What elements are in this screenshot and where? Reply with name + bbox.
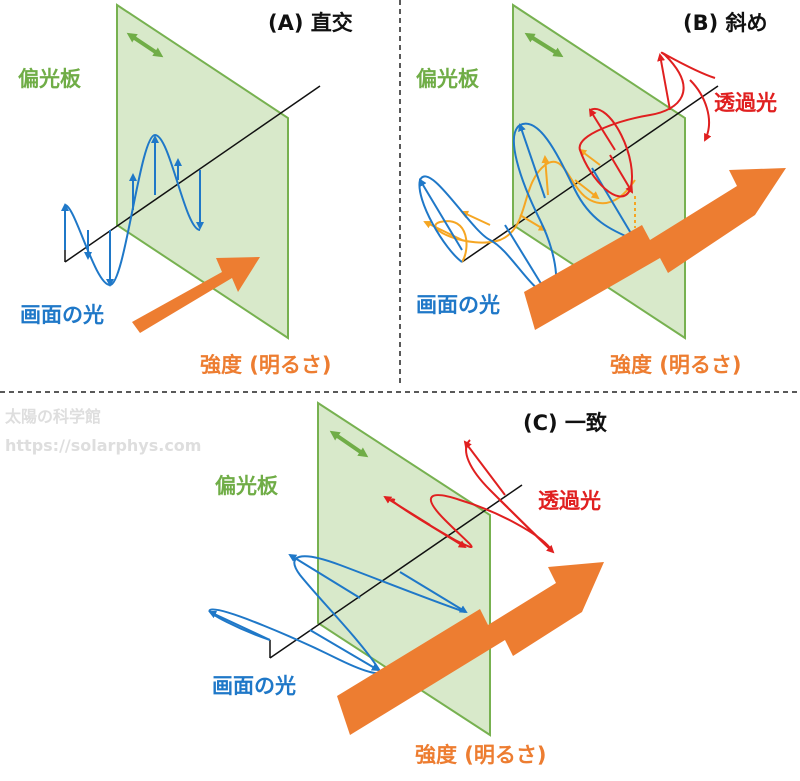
polarizer-label: 偏光板 [416, 67, 480, 91]
polarizer-axis-arrow [329, 430, 369, 458]
screen-light-label: 画面の光 [416, 293, 500, 317]
propagation-axis [64, 85, 321, 263]
panel-c: (C) 一致 偏光板 画面の光 強度 (明るさ) 透過光 [208, 401, 608, 767]
intensity-arrow [524, 168, 786, 330]
panel-b: (B) 斜め 偏光板 画面の光 強度 (明るさ) 透過光 [416, 3, 786, 377]
transmitted-label: 透過光 [714, 91, 777, 115]
panel-b-title: (B) 斜め [683, 11, 768, 35]
screen-light-wave [418, 122, 636, 297]
intensity-arrow [132, 257, 260, 333]
intensity-label: 強度 (明るさ) [610, 353, 742, 377]
screen-light-label: 画面の光 [212, 674, 296, 698]
panel-a-title: (A) 直交 [268, 11, 353, 35]
watermark-url: https://solarphys.com [5, 436, 201, 455]
intensity-label: 強度 (明るさ) [415, 743, 547, 767]
intensity-arrow [337, 562, 604, 735]
intensity-label: 強度 (明るさ) [200, 353, 332, 377]
panel-c-title: (C) 一致 [523, 411, 608, 435]
transmitted-label: 透過光 [538, 489, 601, 513]
panel-a: (A) 直交 偏光板 画面の光 強度 (明るさ) [18, 3, 353, 377]
polarizer-label: 偏光板 [18, 67, 82, 91]
polarizer-axis-arrow [524, 32, 564, 58]
component-wave [434, 160, 636, 263]
polarizer-plate [116, 3, 289, 340]
screen-light-label: 画面の光 [20, 303, 104, 327]
watermark-title: 太陽の科学館 [4, 407, 101, 426]
propagation-axis [461, 85, 719, 263]
screen-light-wave [208, 555, 466, 675]
propagation-axis [269, 484, 523, 659]
polarizer-axis-arrow [126, 32, 164, 58]
polarizer-label: 偏光板 [215, 474, 279, 498]
